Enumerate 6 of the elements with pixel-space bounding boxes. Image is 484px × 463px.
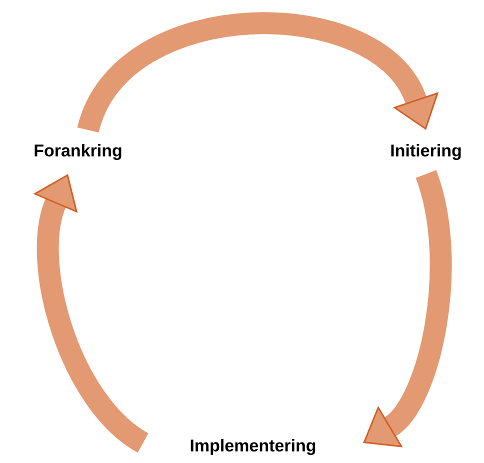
- stage-label: Initiering: [391, 144, 461, 160]
- curved-arrow: [33, 174, 150, 452]
- stage-label: Implementering: [190, 439, 316, 455]
- stage-label: Forankring: [34, 144, 122, 160]
- curved-arrow: [363, 170, 452, 448]
- curved-arrow: [78, 12, 439, 134]
